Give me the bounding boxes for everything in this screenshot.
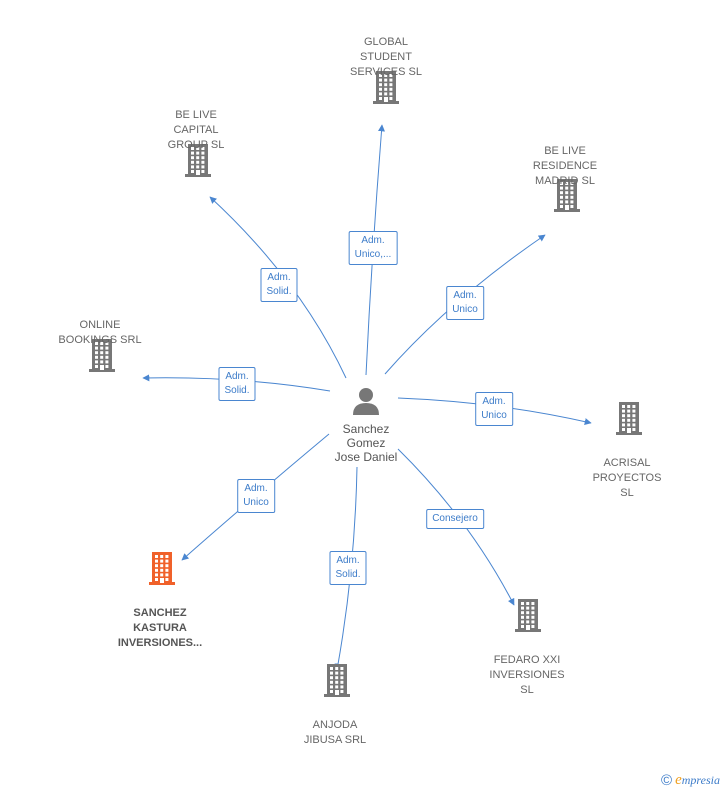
building-icon-sanchez[interactable] — [147, 551, 177, 590]
building-icon-online[interactable] — [87, 338, 117, 377]
brand-logo: empresia — [675, 772, 720, 788]
edge-label-online[interactable]: Adm.Solid. — [218, 367, 256, 401]
person-icon[interactable] — [351, 386, 381, 421]
edge-label-belivecap[interactable]: Adm.Solid. — [260, 268, 298, 302]
watermark: ©empresia — [661, 772, 720, 789]
building-icon-acrisal[interactable] — [614, 401, 644, 440]
edge-label-acrisal[interactable]: Adm.Unico — [475, 392, 513, 426]
edge-label-beliveres[interactable]: Adm.Unico — [446, 286, 484, 320]
building-icon-anjoda[interactable] — [322, 663, 352, 702]
edge-label-fedaro[interactable]: Consejero — [426, 509, 484, 529]
building-icon-fedaro[interactable] — [513, 598, 543, 637]
edge-label-global[interactable]: Adm.Unico,... — [348, 231, 398, 265]
building-icon-beliveres[interactable] — [552, 178, 582, 217]
edge-label-sanchez[interactable]: Adm.Unico — [237, 479, 275, 513]
copyright-symbol: © — [661, 772, 673, 789]
building-icon-global[interactable] — [371, 70, 401, 109]
building-icon-belivecap[interactable] — [183, 143, 213, 182]
edge-label-anjoda[interactable]: Adm.Solid. — [329, 551, 367, 585]
